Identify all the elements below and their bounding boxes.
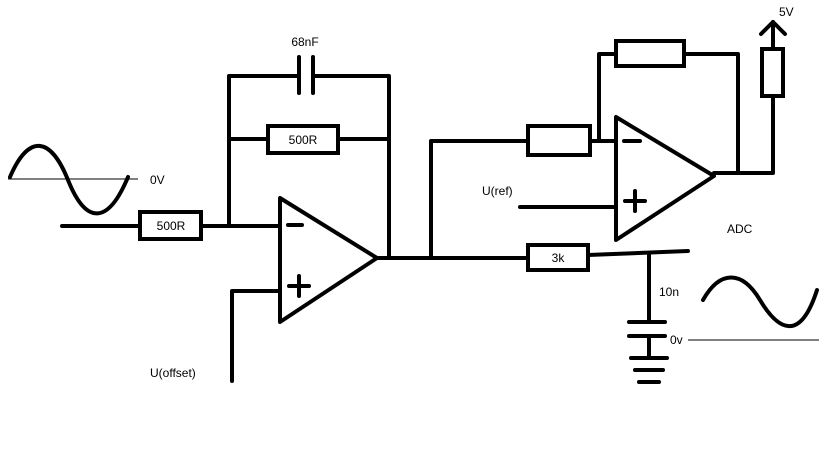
input-signal: 0V [8,144,165,216]
output-zero-label: 0v [670,333,683,347]
input-stage: 500R [60,210,282,241]
comparator-input-resistor [526,124,592,157]
comparator-output-wire [712,95,775,175]
offset-voltage-label: U(offset) [150,366,196,380]
filter-resistor [526,243,590,272]
opamp-1-output [375,139,530,260]
adc-filter: 3k ADC 10n [526,222,753,384]
reference-voltage-label: U(ref) [482,184,513,198]
pullup-resistor [760,47,785,98]
comparator-input-wire [429,139,530,260]
input-resistor-label: 500R [157,219,186,233]
adc-label: ADC [727,222,753,236]
hysteresis-resistor [614,39,686,68]
opamp-2-body [614,115,716,242]
feedback-network: 68nF 500R [227,35,391,260]
supply-arrow [759,20,787,36]
feedback-capacitor-label: 68nF [291,35,318,49]
opamp-1-body [278,196,379,324]
input-sine-wave [8,144,130,216]
inverting-opamp: U(offset) [150,196,379,383]
supply-voltage-label: 5V [779,5,794,19]
hysteresis-right-wire [682,52,740,175]
second-stage: U(ref) 5V [482,5,794,242]
feedback-right-wire [313,74,391,260]
feedback-left-wire [227,74,299,228]
feedback-resistor-label: 500R [289,133,318,147]
filter-capacitor-label: 10n [659,285,679,299]
offset-input-wire [230,289,282,383]
adc-output-wire [586,249,690,257]
input-zero-label: 0V [150,173,165,187]
output-signal: 0v [670,275,819,347]
filter-resistor-label: 3k [552,251,566,265]
hysteresis-left-wire [597,52,618,143]
output-sine-wave [701,275,819,328]
